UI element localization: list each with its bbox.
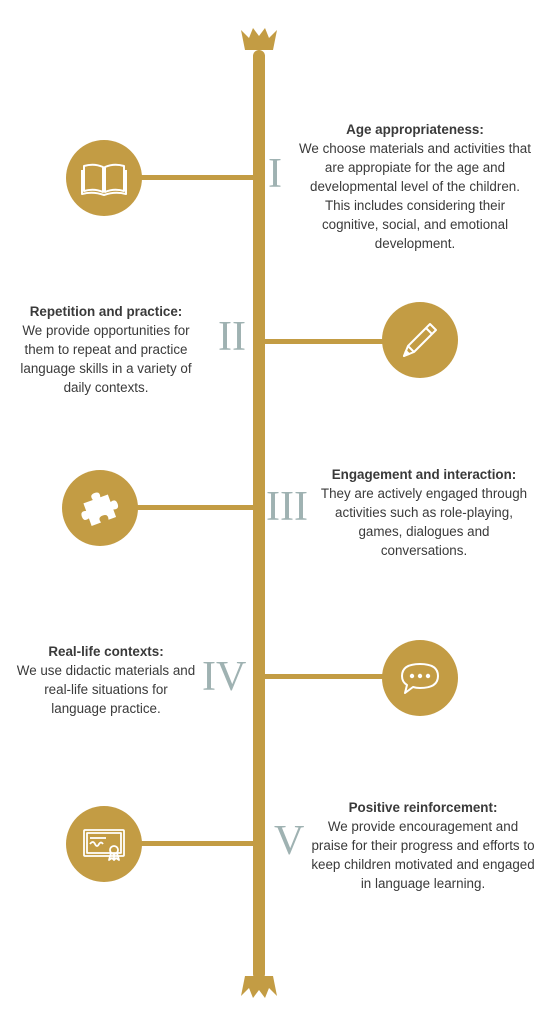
text-block-4: Real-life contexts: We use didactic mate… [16,642,196,718]
body-1: We choose materials and activities that … [299,141,531,251]
connector-5 [140,841,256,846]
title-5: Positive reinforcement: [348,800,498,815]
numeral-4: IV [202,654,247,700]
title-4: Real-life contexts: [48,644,164,659]
body-4: We use didactic materials and real-life … [16,663,196,716]
title-1: Age appropriateness: [346,122,484,137]
text-block-1: Age appropriateness: We choose materials… [298,120,532,253]
numeral-3: III [266,484,308,530]
title-2: Repetition and practice: [29,304,183,319]
title-3: Engagement and interaction: [331,467,517,482]
text-block-5: Positive reinforcement: We provide encou… [310,798,536,893]
connector-4 [262,674,384,679]
milestone-circle-2 [382,302,458,378]
milestone-circle-1 [66,140,142,216]
puzzle-icon [81,492,119,526]
connector-3 [134,505,256,510]
milestone-circle-5 [66,806,142,882]
top-crown-finial-icon [241,28,277,50]
numeral-5: V [274,818,305,864]
certificate-icon [83,829,125,861]
body-2: We provide opportunities for them to rep… [20,323,192,395]
timeline-pole [253,50,265,980]
milestone-circle-4 [382,640,458,716]
connector-1 [140,175,256,180]
milestone-circle-3 [62,470,138,546]
speech-bubble-icon [401,663,439,694]
connector-2 [262,339,384,344]
body-3: They are actively engaged through activi… [320,486,528,558]
body-5: We provide encouragement and praise for … [311,819,535,891]
book-icon [81,163,127,196]
bottom-crown-finial-icon [241,976,277,998]
numeral-1: I [268,151,282,197]
text-block-3: Engagement and interaction: They are act… [318,465,530,560]
pencil-icon [403,323,437,357]
numeral-2: II [218,314,246,360]
text-block-2: Repetition and practice: We provide oppo… [8,302,204,397]
